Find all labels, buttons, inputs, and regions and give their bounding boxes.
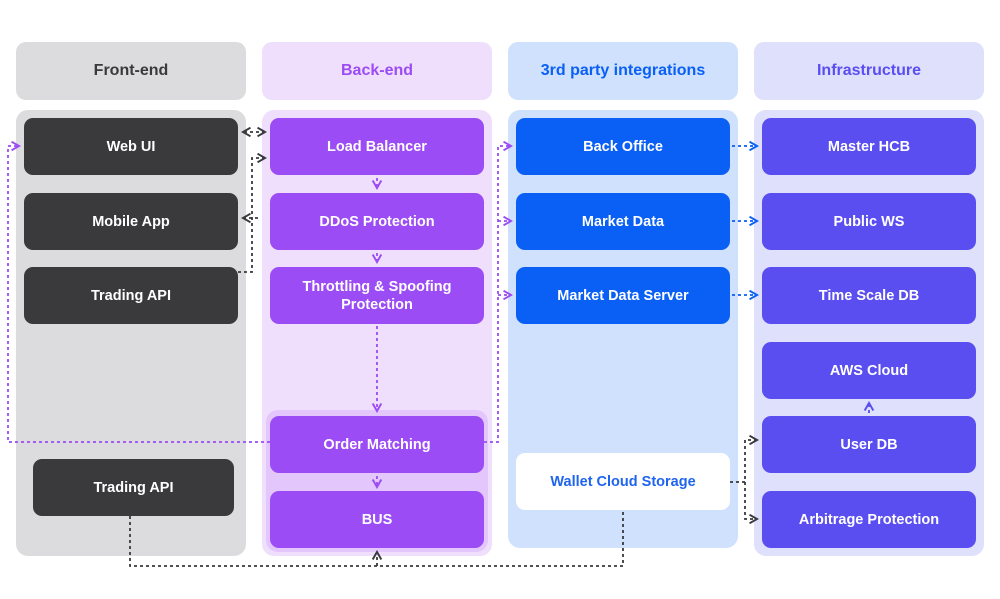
market-data-node: Market Data <box>516 193 730 250</box>
mobile-app-node: Mobile App <box>24 193 238 250</box>
backend-header: Back-end <box>262 42 492 100</box>
aws-cloud-node: AWS Cloud <box>762 342 976 399</box>
trading-api-node: Trading API <box>24 267 238 324</box>
bus-node: BUS <box>270 491 484 548</box>
trading-api-node-2: Trading API <box>33 459 234 516</box>
infrastructure-column <box>754 110 984 556</box>
public-ws-node: Public WS <box>762 193 976 250</box>
user-db-node: User DB <box>762 416 976 473</box>
wallet-cloud-storage-node: Wallet Cloud Storage <box>516 453 730 510</box>
third-party-header: 3rd party integrations <box>508 42 738 100</box>
master-hcb-node: Master HCB <box>762 118 976 175</box>
ddos-protection-node: DDoS Protection <box>270 193 484 250</box>
back-office-node: Back Office <box>516 118 730 175</box>
load-balancer-node: Load Balancer <box>270 118 484 175</box>
time-scale-db-node: Time Scale DB <box>762 267 976 324</box>
order-matching-node: Order Matching <box>270 416 484 473</box>
market-data-server-node: Market Data Server <box>516 267 730 324</box>
frontend-header: Front-end <box>16 42 246 100</box>
arbitrage-protection-node: Arbitrage Protection <box>762 491 976 548</box>
infrastructure-header: Infrastructure <box>754 42 984 100</box>
throttling-node: Throttling & Spoofing Protection <box>270 267 484 324</box>
web-ui-node: Web UI <box>24 118 238 175</box>
